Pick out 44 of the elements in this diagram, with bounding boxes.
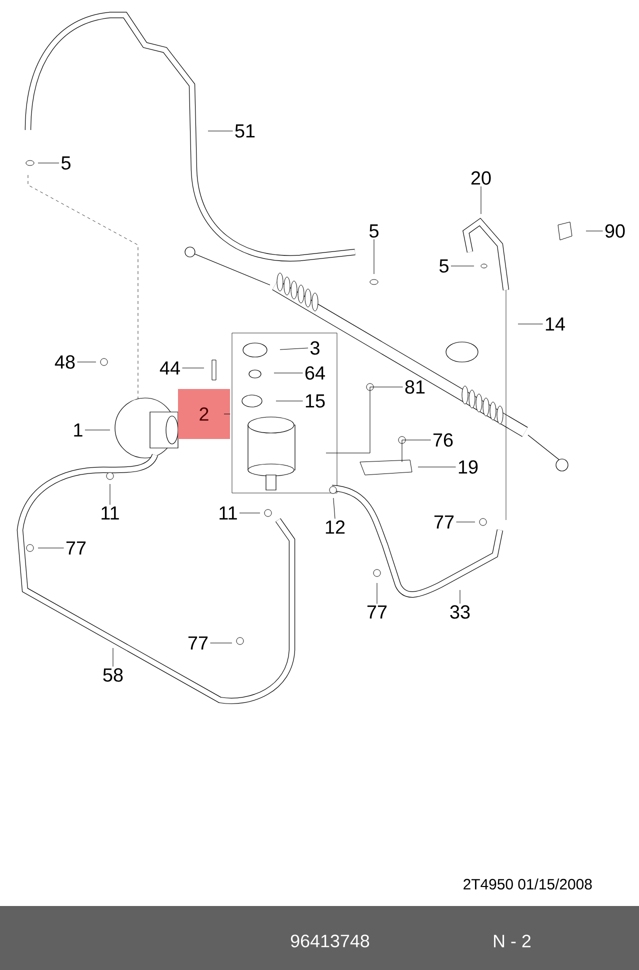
leader-line xyxy=(418,466,456,468)
highlighted-callout-number: 2 xyxy=(178,389,230,439)
callout-number: 3 xyxy=(310,341,320,355)
leader-line xyxy=(333,498,336,519)
callout-number: 76 xyxy=(433,433,453,447)
callout-number: 5 xyxy=(61,156,70,170)
callout-number: 15 xyxy=(306,394,325,408)
leader-line xyxy=(480,186,482,214)
leader-line xyxy=(208,130,234,132)
leader-line xyxy=(274,372,304,374)
leader-line xyxy=(276,400,304,402)
callout-number: 5 xyxy=(439,259,448,273)
callout-number: 33 xyxy=(450,605,470,619)
callout-number: 51 xyxy=(235,124,255,138)
callout-number: 48 xyxy=(54,355,75,369)
callout-number: 90 xyxy=(605,224,625,238)
leader-line xyxy=(376,582,378,604)
callout-number: 44 xyxy=(160,362,180,375)
callout-number: 1 xyxy=(74,424,82,437)
leader-line xyxy=(586,230,604,232)
callout-number: 58 xyxy=(103,668,123,682)
leader-line xyxy=(38,162,60,164)
callout-number: 14 xyxy=(546,318,565,331)
callout-number: 19 xyxy=(458,460,478,474)
callout-number: 5 xyxy=(369,224,378,238)
drawing-number: 2T4950 01/15/2008 xyxy=(464,878,592,890)
leader-line xyxy=(112,648,114,667)
callout-number: 77 xyxy=(434,516,454,529)
part-number: 96413748 xyxy=(290,934,370,948)
leader-line xyxy=(326,386,404,454)
callout-number: 12 xyxy=(326,520,345,534)
callout-number: 81 xyxy=(405,380,425,394)
leader-line xyxy=(210,642,232,644)
callout-number: 77 xyxy=(188,636,208,650)
callout-number: 77 xyxy=(367,606,387,619)
leader-line xyxy=(402,440,432,462)
leader-line xyxy=(239,512,260,514)
page-code: N - 2 xyxy=(494,934,531,948)
callout-number: 64 xyxy=(305,366,325,380)
callout-number: 77 xyxy=(66,542,86,555)
callout-number: 11 xyxy=(102,506,119,520)
callout-number: 20 xyxy=(471,171,491,185)
leader-line xyxy=(280,348,308,350)
callout-number: 11 xyxy=(220,506,237,520)
